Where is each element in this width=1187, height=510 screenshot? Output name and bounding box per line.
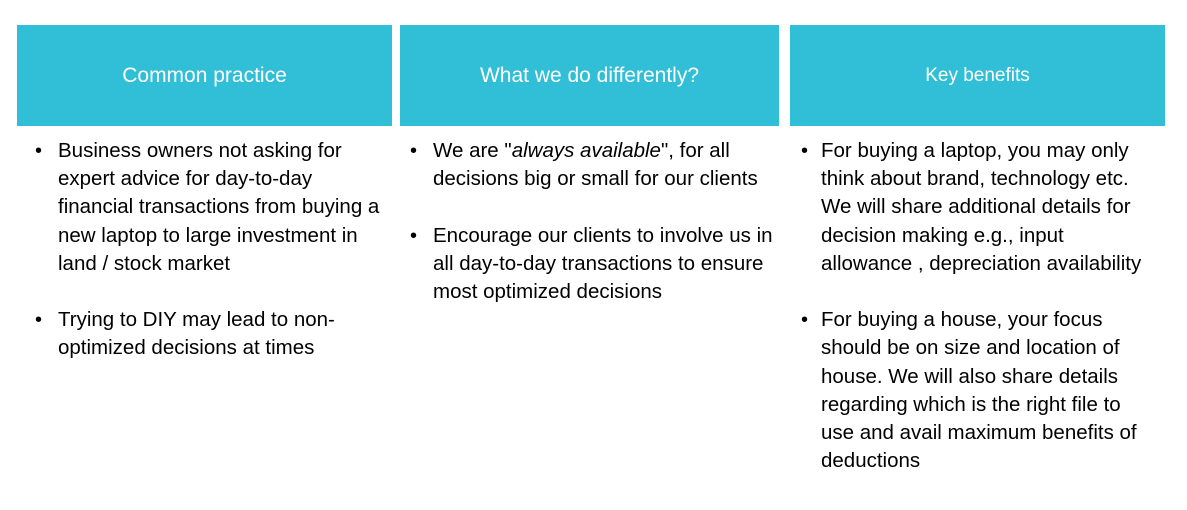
bullet-item: We are "always available", for all decis… (400, 137, 779, 193)
column-header-label: What we do differently? (479, 63, 700, 87)
column-header: What we do differently? (400, 25, 779, 126)
bullet-item: Encourage our clients to involve us in a… (400, 222, 779, 307)
column-header-label: Common practice (122, 63, 287, 87)
bullet-item: Trying to DIY may lead to non-optimized … (17, 306, 392, 362)
bullet-list: For buying a laptop, you may only think … (790, 137, 1165, 504)
bullet-item: Business owners not asking for expert ad… (17, 137, 392, 278)
bullet-text: We are " (433, 139, 512, 162)
bullet-item: For buying a laptop, you may only think … (790, 137, 1165, 278)
bullet-list: Business owners not asking for expert ad… (17, 137, 392, 391)
column-common-practice: Common practice Business owners not aski… (17, 25, 392, 359)
bullet-item: For buying a house, your focus should be… (790, 306, 1165, 475)
column-header: Common practice (17, 25, 392, 126)
column-header-label: Key benefits (925, 64, 1030, 86)
bullet-text: ", for all decisions big or small for ou… (433, 139, 758, 191)
bullet-list: We are "always available", for all decis… (400, 137, 779, 334)
column-key-benefits: Key benefits For buying a laptop, you ma… (790, 25, 1165, 472)
column-what-we-do-differently: What we do differently? We are "always a… (400, 25, 779, 303)
emphasis-text: always available (511, 139, 661, 162)
column-header: Key benefits (790, 25, 1165, 126)
